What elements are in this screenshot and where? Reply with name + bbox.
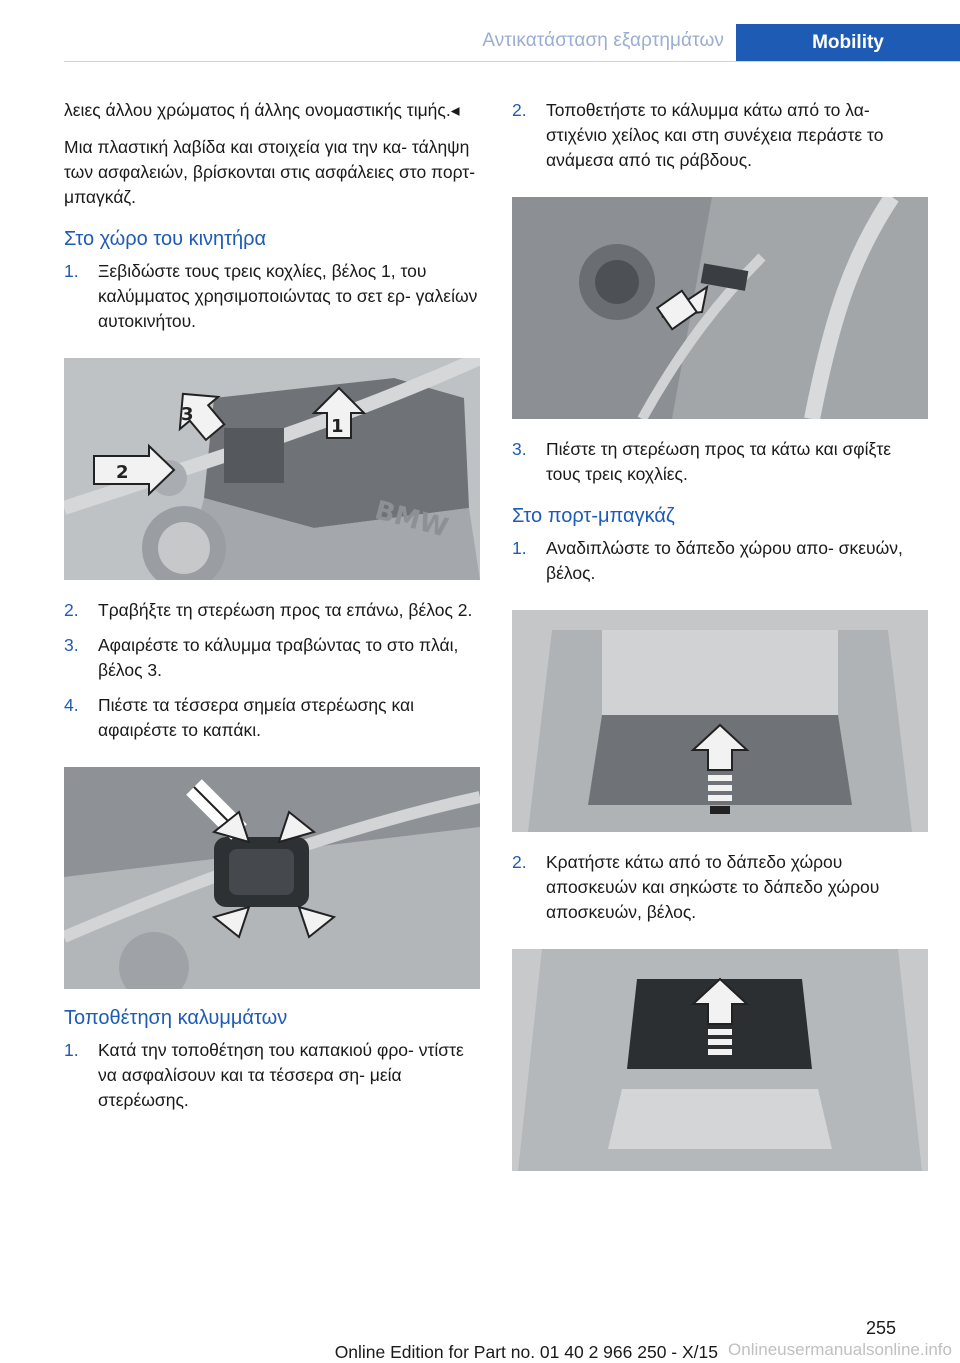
watermark-text: Onlineusermanualsonline.info	[728, 1340, 952, 1359]
chapter-tab[interactable]: Mobility	[736, 24, 960, 62]
edition-note: Online Edition for Part no. 01 40 2 966 …	[334, 1342, 718, 1362]
step-text: Κρατήστε κάτω από το δάπεδο χώρου αποσκε…	[546, 852, 880, 922]
step-item: 2. Τοποθετήστε το κάλυμμα κάτω από το λα…	[512, 98, 928, 173]
step-item: 2. Τραβήξτε τη στερέωση προς τα επάνω, β…	[64, 598, 480, 623]
step-number: 2.	[512, 100, 527, 120]
arrow-1: 1	[311, 386, 367, 439]
clip-arrow-3	[211, 905, 251, 939]
luggage-lift-illustration	[512, 949, 928, 1171]
lift-arrow	[690, 723, 750, 771]
step-text: Αφαιρέστε το κάλυμμα τραβώντας το στο πλ…	[98, 635, 459, 680]
step-number: 3.	[512, 439, 527, 459]
engine-cover-illustration: BMW 1 2 3	[64, 358, 480, 580]
luggage-floor-illustration	[512, 610, 928, 832]
step-item: 2. Κρατήστε κάτω από το δάπεδο χώρου απο…	[512, 850, 928, 925]
intro-paragraph-1: λειες άλλου χρώματος ή άλλης ονομαστικής…	[64, 100, 460, 120]
step-item: 1. Αναδιπλώστε το δάπεδο χώρου απο‐ σκευ…	[512, 536, 928, 586]
cover-insert-illustration	[512, 197, 928, 419]
arrow-3: 3	[178, 392, 226, 442]
step-item: 1. Ξεβιδώστε τους τρεις κοχλίες, βέλος 1…	[64, 259, 480, 334]
step-number: 2.	[512, 852, 527, 872]
step-number: 1.	[64, 261, 79, 281]
heading-luggage-compartment: Στο πορτ-μπαγκάζ	[512, 505, 675, 527]
engine-cover-figure: BMW 1 2 3	[64, 358, 480, 580]
step-number: 1.	[64, 1040, 79, 1060]
page-header: Αντικατάσταση εξαρτημάτων Mobility	[0, 24, 960, 62]
section-title: Αντικατάσταση εξαρτημάτων	[482, 30, 724, 51]
header-divider	[64, 61, 960, 62]
clip-arrow-1	[211, 810, 251, 844]
step-number: 4.	[64, 695, 79, 715]
step-text: Τραβήξτε τη στερέωση προς τα επάνω, βέλο…	[98, 600, 473, 620]
luggage-floor-figure	[512, 610, 928, 832]
arrow-label-3: 3	[181, 404, 194, 425]
step-number: 1.	[512, 538, 527, 558]
cover-insert-figure	[512, 197, 928, 419]
step-text: Κατά την τοποθέτηση του καπακιού φρο‐ ντ…	[98, 1040, 464, 1110]
page-number: 255	[865, 1318, 896, 1338]
cover-clips-figure	[64, 767, 480, 989]
step-item: 4. Πιέστε τα τέσσερα σημεία στερέωσης κα…	[64, 693, 480, 743]
clip-arrow-2	[277, 810, 317, 844]
heading-engine-compartment: Στο χώρο του κινητήρα	[64, 228, 267, 250]
right-column: 2. Τοποθετήστε το κάλυμμα κάτω από το λα…	[512, 98, 928, 1189]
clip-arrow-4	[297, 905, 337, 939]
arrow-2: 2	[93, 443, 176, 497]
step-item: 3. Αφαιρέστε το κάλυμμα τραβώντας το στο…	[64, 633, 480, 683]
step-text: Τοποθετήστε το κάλυμμα κάτω από το λα‐ σ…	[546, 100, 884, 170]
step-text: Ξεβιδώστε τους τρεις κοχλίες, βέλος 1, τ…	[98, 261, 478, 331]
lift-floor-arrow	[690, 977, 750, 1025]
step-text: Πιέστε τα τέσσερα σημεία στερέωσης και α…	[98, 695, 414, 740]
step-item: 1. Κατά την τοποθέτηση του καπακιού φρο‐…	[64, 1038, 480, 1113]
step-item: 3. Πιέστε τη στερέωση προς τα κάτω και σ…	[512, 437, 928, 487]
intro-paragraph-2: Μια πλαστική λαβίδα και στοιχεία για την…	[64, 137, 476, 207]
step-text: Αναδιπλώστε το δάπεδο χώρου απο‐ σκευών,…	[546, 538, 903, 583]
step-text: Πιέστε τη στερέωση προς τα κάτω και σφίξ…	[546, 439, 892, 484]
luggage-lift-figure	[512, 949, 928, 1171]
heading-install-covers: Τοποθέτηση καλυμμάτων	[64, 1007, 288, 1029]
step-number: 2.	[64, 600, 79, 620]
arrow-label-1: 1	[331, 416, 344, 437]
arrow-label-2: 2	[116, 462, 129, 483]
cover-clips-illustration	[64, 767, 480, 989]
left-column: λειες άλλου χρώματος ή άλλης ονομαστικής…	[64, 98, 480, 1123]
step-number: 3.	[64, 635, 79, 655]
